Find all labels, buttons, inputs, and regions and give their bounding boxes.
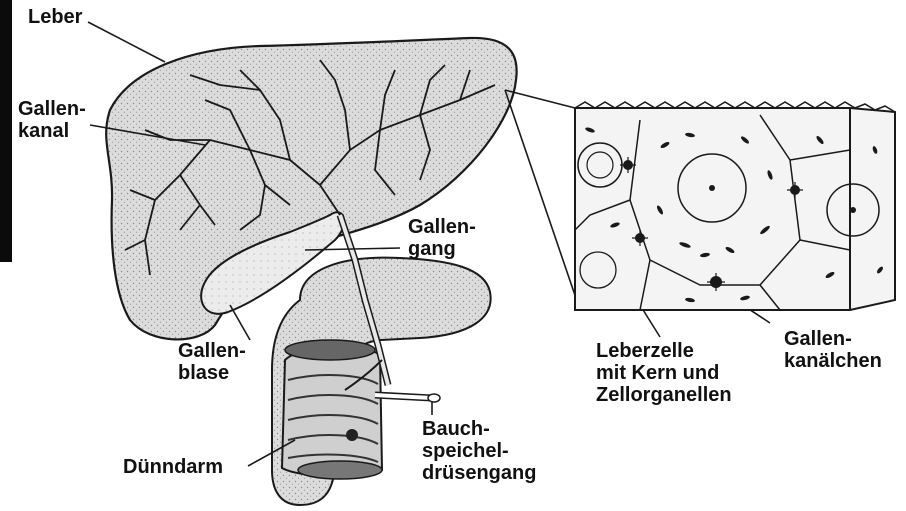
label-gallenkanal-line-1: Gallen-	[18, 98, 86, 120]
small-intestine	[282, 340, 382, 479]
liver-tissue-block	[575, 102, 895, 310]
label-bauchspeicheldruesengang-line-3: drüsengang	[422, 462, 536, 484]
label-gallengang-line-2: gang	[408, 238, 476, 260]
label-gallenblase: Gallen- blase	[178, 340, 246, 384]
label-gallenkanaelchen: Gallen- kanälchen	[784, 328, 882, 372]
label-leberzelle: Leberzelle mit Kern und Zellorganellen	[596, 340, 732, 406]
label-bauchspeicheldruesengang-line-1: Bauch-	[422, 418, 536, 440]
label-leber-line-1: Leber	[28, 6, 82, 28]
label-leberzelle-line-1: Leberzelle	[596, 340, 732, 362]
label-leberzelle-line-2: mit Kern und	[596, 362, 732, 384]
label-gallengang-line-1: Gallen-	[408, 216, 476, 238]
label-bauchspeicheldruesengang: Bauch- speichel- drüsengang	[422, 418, 536, 484]
label-gallenkanaelchen-line-2: kanälchen	[784, 350, 882, 372]
label-gallenkanal: Gallen- kanal	[18, 98, 86, 142]
label-bauchspeicheldruesengang-line-2: speichel-	[422, 440, 536, 462]
label-leberzelle-line-3: Zellorganellen	[596, 384, 732, 406]
label-gallengang: Gallen- gang	[408, 216, 476, 260]
label-duenndarm: Dünndarm	[123, 456, 223, 478]
label-gallenblase-line-1: Gallen-	[178, 340, 246, 362]
label-gallenkanaelchen-line-1: Gallen-	[784, 328, 882, 350]
label-duenndarm-line-1: Dünndarm	[123, 456, 223, 478]
label-gallenkanal-line-2: kanal	[18, 120, 86, 142]
label-leber: Leber	[28, 6, 82, 28]
label-gallenblase-line-2: blase	[178, 362, 246, 384]
